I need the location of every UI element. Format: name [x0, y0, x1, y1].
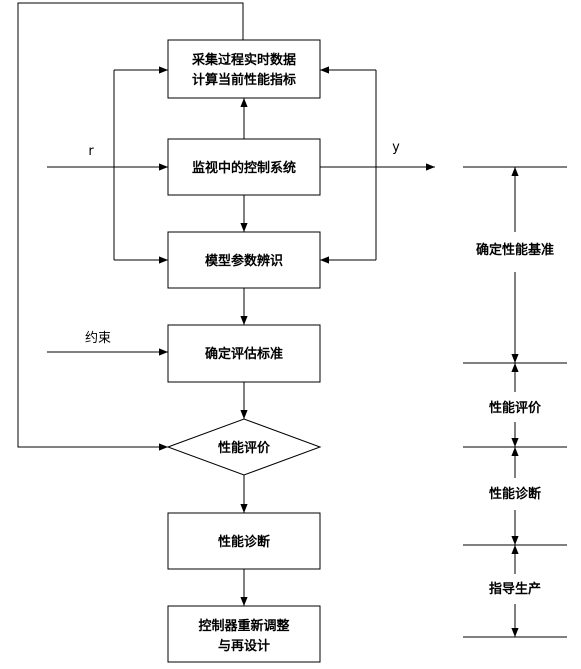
model-identification-label: 模型参数辨识 [205, 253, 283, 269]
monitored-system-box [167, 138, 321, 196]
collect-data-label-line2: 计算当前性能指标 [192, 72, 296, 88]
output-y-label: y [392, 140, 400, 155]
stage-baseline-label: 确定性能基准 [476, 242, 554, 258]
performance-evaluation-diamond [166, 418, 322, 476]
collect-data-box [167, 39, 321, 99]
redesign-box [167, 605, 321, 663]
input-r-label: r [88, 144, 94, 159]
performance-diagnosis-box [167, 512, 321, 570]
model-identification-box [167, 231, 321, 289]
redesign-label-line1: 控制器重新调整 [198, 618, 290, 634]
stage-evaluation-label: 性能评价 [489, 400, 542, 416]
evaluation-criteria-label: 确定评估标准 [205, 346, 283, 362]
stage-guidance-label: 指导生产 [489, 581, 541, 597]
stage-diagnosis-label: 性能诊断 [489, 486, 541, 502]
performance-diagnosis-label: 性能诊断 [218, 534, 270, 550]
collect-data-label-line1: 采集过程实时数据 [191, 52, 296, 68]
constraint-label: 约束 [85, 331, 111, 346]
redesign-label-line2: 与再设计 [218, 638, 270, 654]
performance-evaluation-label: 性能评价 [218, 440, 271, 456]
monitored-system-label: 监视中的控制系统 [192, 160, 296, 176]
